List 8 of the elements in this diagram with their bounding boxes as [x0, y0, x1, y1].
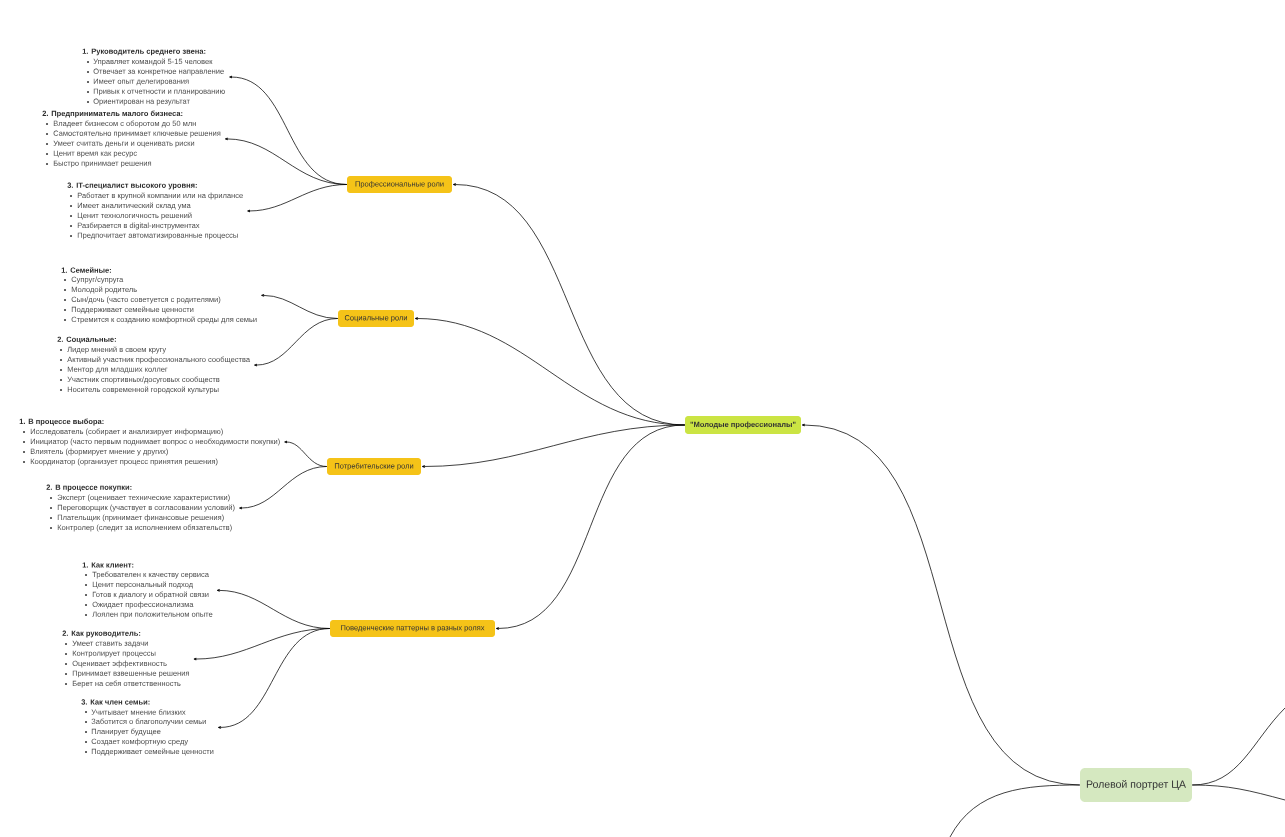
connector-arrow — [495, 424, 686, 630]
connector-arrow — [217, 628, 331, 729]
connector-arrow — [247, 184, 348, 213]
connector-arrow — [254, 318, 339, 367]
connector-line — [949, 784, 1081, 837]
connector-line — [1191, 784, 1285, 801]
topic-box: Ролевой портрет ЦА — [1080, 768, 1192, 802]
connector-arrow — [239, 466, 328, 510]
